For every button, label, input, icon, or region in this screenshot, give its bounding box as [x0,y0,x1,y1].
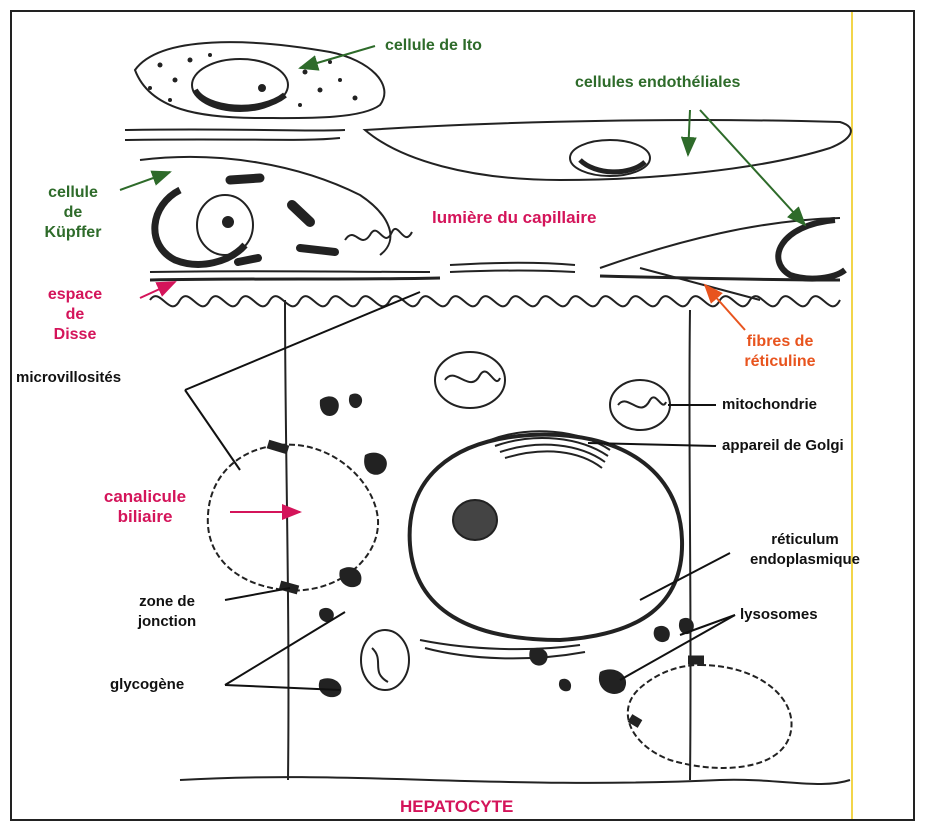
label-canaliculus-line2: biliaire [80,507,210,527]
label-microvilli: microvillosités [16,368,121,388]
label-space-of-disse: espace de Disse [25,285,125,345]
label-reticulin-line1: fibres de [730,332,830,352]
label-kupffer-line2: de [28,203,118,223]
label-ito-cell: cellule de Ito [385,36,482,56]
label-endothelial-cells: cellules endothéliales [575,73,740,93]
label-kupffer-cell: cellule de Küpffer [28,183,118,243]
label-reticulin-line2: réticuline [730,352,830,372]
label-junction-line1: zone de [112,592,222,612]
label-mitochondria: mitochondrie [722,395,817,415]
label-canaliculus-line1: canalicule [80,487,210,507]
label-endoplasmic-reticulum: réticulum endoplasmique [735,530,875,570]
label-disse-line2: de [25,305,125,325]
label-kupffer-line3: Küpffer [28,223,118,243]
label-disse-line3: Disse [25,325,125,345]
label-reticulum-line1: réticulum [735,530,875,550]
label-lysosomes: lysosomes [740,605,818,625]
nucleus [410,435,682,640]
label-reticulin-fibres: fibres de réticuline [730,332,830,372]
label-hepatocyte: HEPATOCYTE [400,797,513,817]
label-junction-zone: zone de jonction [112,592,222,632]
label-golgi: appareil de Golgi [722,436,844,456]
label-glycogen: glycogène [110,675,184,695]
label-bile-canaliculus: canalicule biliaire [80,487,210,527]
label-kupffer-line1: cellule [28,183,118,203]
label-reticulum-line2: endoplasmique [735,550,875,570]
label-junction-line2: jonction [112,612,222,632]
kupffer-cell [140,157,412,264]
label-capillary-lumen: lumière du capillaire [432,208,596,228]
bile-canaliculus-right [628,660,792,768]
label-disse-line1: espace [25,285,125,305]
